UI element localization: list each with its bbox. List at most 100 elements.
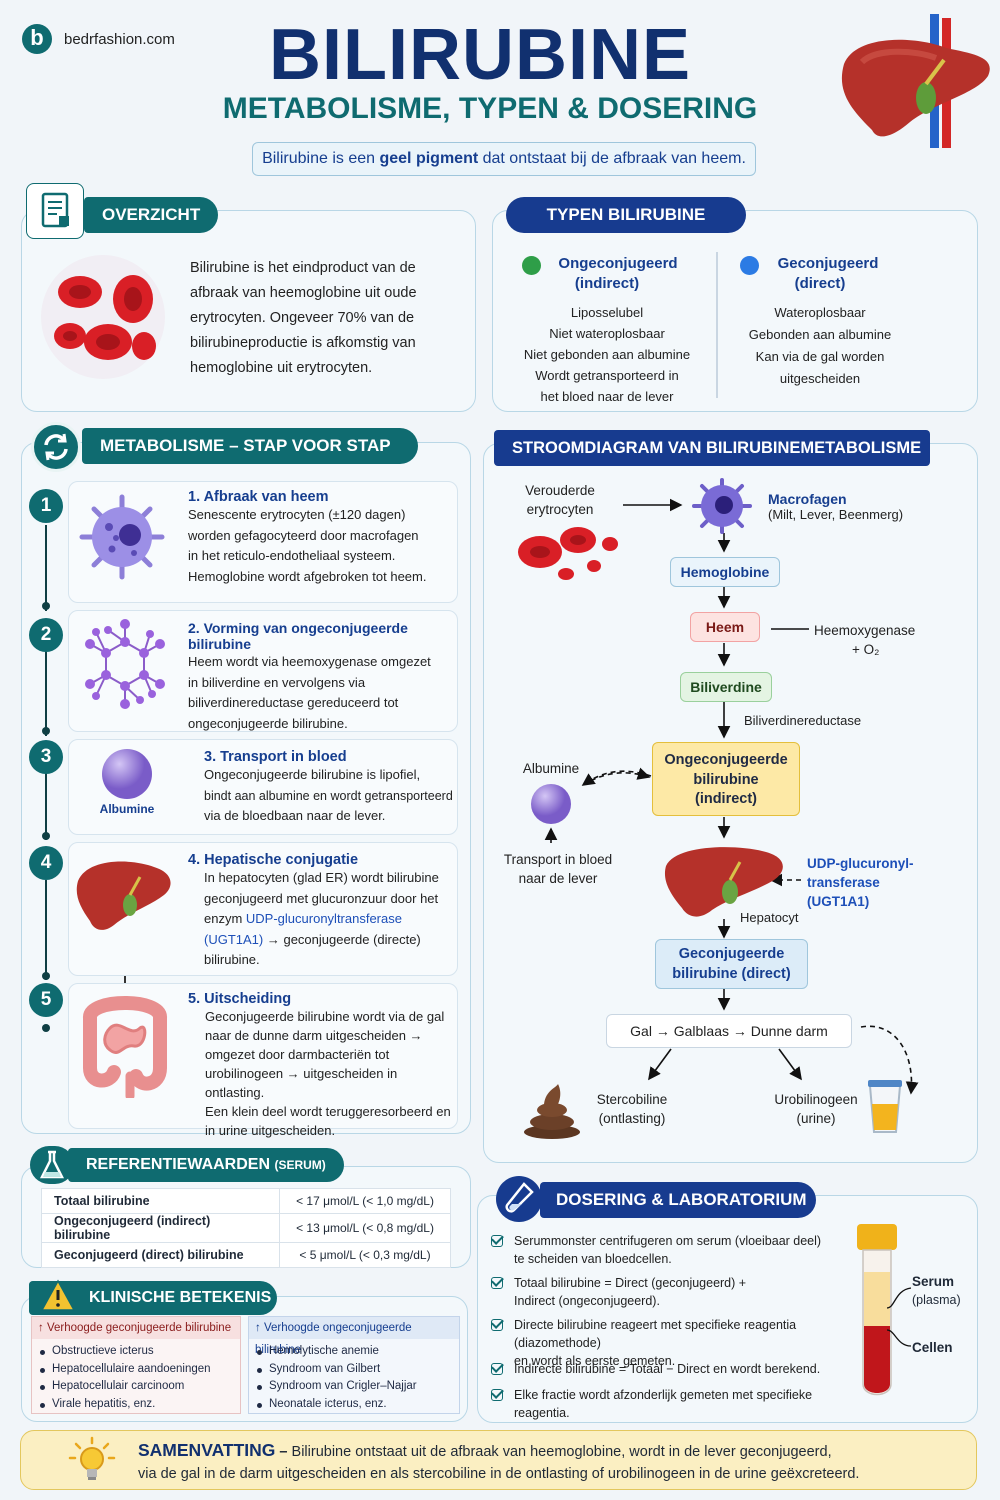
blood-tube-icon	[857, 1224, 897, 1396]
brand-site[interactable]: bedrfashion.com	[64, 31, 175, 48]
test-tube-icon-circle	[496, 1176, 542, 1222]
list-item: Syndroom van Gilbert	[255, 1361, 459, 1379]
document-icon	[41, 192, 69, 228]
check-icon	[491, 1319, 503, 1331]
type-unconj-prop: Liposselubel	[570, 305, 644, 320]
step-number: 4	[29, 846, 63, 880]
flow-arrows	[544, 498, 919, 1095]
step-line: omgezet door darmbacteriën tot	[205, 1047, 390, 1062]
flask-icon-circle	[30, 1146, 74, 1184]
macro-name: Macrofagen	[768, 491, 847, 507]
overview-text: Bilirubine is het eindproduct van de afb…	[190, 260, 417, 376]
dosing-line: Indirecte bilirubine = Totaal − Direct e…	[514, 1362, 821, 1376]
flow-liver-icon	[664, 847, 783, 917]
summary-line-1-text: Bilirubine ontstaat uit de afbraak van h…	[291, 1444, 832, 1460]
summary-label: SAMENVATTING	[138, 1440, 276, 1460]
step-title: 2. Vorming van ongeconjugeerde bilirubin…	[188, 620, 408, 652]
list-item: Neonatale icterus, enz.	[255, 1396, 459, 1414]
dosing-line: Directe bilirubine reageert met specifie…	[514, 1318, 797, 1350]
dosing-line: Indirect (ongeconjugeerd).	[514, 1294, 660, 1308]
overview-icon-box	[26, 183, 84, 239]
lightbulb-icon	[68, 1436, 116, 1480]
flow-enzyme-line: transferase	[807, 875, 880, 890]
enzyme-prefix: enzym	[204, 911, 246, 926]
macrophage-icon	[79, 494, 165, 580]
table-row: Geconjugeerd (direct) bilirubine< 5 μmol…	[41, 1242, 451, 1268]
albumin-label: Albumine	[99, 802, 155, 816]
intestine-icon	[83, 996, 167, 1098]
dosing-item: Totaal bilirubine = Direct (geconjugeerd…	[514, 1274, 854, 1310]
dosing-item: Indirecte bilirubine = Totaal − Direct e…	[514, 1360, 854, 1378]
type-conj-prop: uitgescheiden	[779, 371, 861, 386]
clinical-title-text: KLINISCHE BETEKENIS	[89, 1289, 272, 1306]
sterco-sub: (ontlasting)	[598, 1111, 666, 1126]
brand-logo: b	[22, 24, 52, 54]
hepatocyt-label: Hepatocyt	[740, 910, 799, 925]
type-unconj-prop: Wordt getransporteerd in	[535, 368, 679, 383]
type-conj-prop: Kan via de gal worden	[755, 349, 885, 364]
cycle-icon-circle	[31, 422, 81, 472]
clinical-unconj-box: ↑ Verhoogde ongeconjugeerde bilirubine H…	[248, 1316, 460, 1414]
step-title: 5. Uitscheiding	[188, 991, 292, 1007]
heme-oxygenase-o2: + O₂	[852, 642, 880, 657]
reference-title-small: (SERUM)	[274, 1158, 326, 1172]
timeline-line	[45, 772, 47, 840]
timeline-dot	[42, 602, 50, 610]
step-line: Heem wordt via heemoxygenase omgezet	[188, 654, 431, 669]
old-rbc-line: Verouderde	[525, 483, 595, 498]
hemoglobin-box: Hemoglobine	[670, 557, 780, 587]
macro-sub: (Milt, Lever, Beenmerg)	[768, 507, 904, 522]
list-item: Obstructieve icterus	[38, 1343, 240, 1361]
step-box-2	[68, 610, 458, 732]
flow-title: STROOMDIAGRAM VAN BILIRUBINEMETABOLISME	[494, 430, 930, 466]
summary-line-1: SAMENVATTING – Bilirubine ontstaat uit d…	[138, 1439, 968, 1463]
metabolism-title: METABOLISME – STAP VOOR STAP	[82, 428, 418, 464]
step-number: 2	[29, 618, 63, 652]
unconj-line: bilirubine	[693, 771, 759, 788]
urobi-sub: (urine)	[796, 1111, 836, 1126]
dosing-line: en wordt als eerste gemeten.	[514, 1354, 676, 1368]
clinical-conj-title: Verhoogde geconjugeerde bilirubine	[46, 1322, 232, 1334]
urobi-name: Urobilinogeen	[774, 1092, 858, 1107]
summary-box	[20, 1430, 977, 1490]
check-icon	[491, 1363, 503, 1375]
step-line: Hemoglobine wordt afgebroken tot heem.	[188, 568, 427, 584]
step-5-text: 5. Uitscheiding Geconjugeerde bilirubine…	[188, 991, 456, 1140]
unconj-line: Ongeconjugeerde	[664, 752, 788, 768]
types-card	[492, 210, 978, 412]
step-line: Geconjugeerde bilirubine wordt via de ga…	[205, 1009, 445, 1024]
step-line: via de bloedbaan naar de lever.	[204, 808, 386, 823]
ref-value: < 13 μmol/L (< 0,8 mg/dL)	[279, 1213, 451, 1243]
heme-oxygenase-label: Heemoxygenase + O₂	[814, 621, 915, 659]
intro-suffix: dat ontstaat bij de afbraak van heem.	[478, 150, 746, 167]
step-line: biliverdinereductase gereduceerd tot	[188, 695, 399, 710]
heme-oxygenase-name: Heemoxygenase	[814, 623, 916, 638]
dosing-item: Directe bilirubine reageert met specifie…	[514, 1316, 854, 1370]
urine-cup-icon	[868, 1080, 902, 1133]
test-tube-icon	[505, 1182, 534, 1213]
urobi-label: Urobilinogeen (urine)	[768, 1090, 864, 1128]
type-unconj-prop: Niet gebonden aan albumine	[523, 347, 691, 362]
summary-dash: –	[275, 1444, 292, 1460]
step-line: In hepatocyten (glad ER) wordt bilirubin…	[204, 870, 439, 885]
warning-icon	[40, 1279, 76, 1311]
clinical-conj-box: ↑ Verhoogde geconjugeerde bilirubine Obs…	[31, 1316, 241, 1414]
step-line: geconjugeerd met glucuronzuur door het	[204, 890, 439, 906]
step-title: 1. Afbraak van heem	[188, 489, 329, 505]
ref-value: < 5 μmol/L (< 0,3 mg/dL)	[279, 1242, 451, 1268]
liver-hero-icon	[841, 14, 990, 148]
types-divider	[716, 252, 718, 398]
types-title: TYPEN BILIRUBINE	[506, 197, 746, 233]
clinical-conj-header: ↑ Verhoogde geconjugeerde bilirubine	[32, 1317, 240, 1339]
heem-box: Heem	[690, 612, 760, 642]
check-icon	[491, 1235, 503, 1247]
red-blood-cells-icon	[41, 255, 165, 379]
table-row: Totaal bilirubine< 17 μmol/L (< 1,0 mg/d…	[41, 1188, 451, 1214]
step-line: bilirubine.	[204, 952, 260, 967]
biliverdine-box: Biliverdine	[680, 672, 772, 702]
timeline-line	[45, 650, 47, 736]
list-item: Hepatocellulair carcinoom	[38, 1378, 240, 1396]
flow-enzyme-line: (UGT1A1)	[807, 894, 870, 909]
overview-title: OVERZICHT	[84, 197, 219, 233]
timeline-dot	[42, 1024, 50, 1032]
